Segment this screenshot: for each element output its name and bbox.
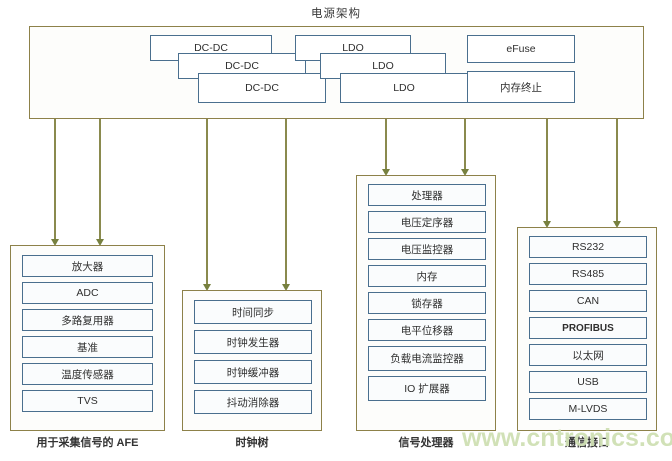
clock-chip-buffer[interactable]: 时钟缓冲器 [194, 360, 312, 384]
clock-chip-jitter-cleaner[interactable]: 抖动消除器 [194, 390, 312, 414]
signal-chip-latch[interactable]: 锁存器 [368, 292, 486, 314]
comm-chip-mlvds[interactable]: M-LVDS [529, 398, 647, 420]
comm-chip-can[interactable]: CAN [529, 290, 647, 312]
signal-processor-group: 处理器 电压定序器 电压监控器 内存 锁存器 电平位移器 负载电流监控器 IO … [356, 175, 496, 431]
comm-chip-usb[interactable]: USB [529, 371, 647, 393]
afe-chip-tvs[interactable]: TVS [22, 390, 153, 412]
clock-chip-generator[interactable]: 时钟发生器 [194, 330, 312, 354]
afe-chip-reference[interactable]: 基准 [22, 336, 153, 358]
power-chip-ldo-3[interactable]: LDO [340, 73, 468, 103]
signal-chip-memory[interactable]: 内存 [368, 265, 486, 287]
afe-chip-temp-sensor[interactable]: 温度传感器 [22, 363, 153, 385]
comm-interface-group-caption: 通信接口 [565, 437, 609, 449]
signal-processor-group-caption: 信号处理器 [398, 437, 454, 449]
comm-chip-rs485[interactable]: RS485 [529, 263, 647, 285]
power-architecture-group: DC-DC DC-DC DC-DC LDO LDO LDO eFuse 内存终止 [29, 26, 644, 119]
comm-chip-stack: RS232 RS485 CAN PROFIBUS 以太网 USB M-LVDS [529, 236, 647, 420]
power-chip-efuse[interactable]: eFuse [467, 35, 575, 63]
afe-group-caption: 用于采集信号的 AFE [36, 437, 139, 449]
comm-interface-group: RS232 RS485 CAN PROFIBUS 以太网 USB M-LVDS [517, 227, 657, 431]
signal-chip-voltage-monitor[interactable]: 电压监控器 [368, 238, 486, 260]
clock-tree-group-caption: 时钟树 [235, 437, 269, 449]
afe-chip-mux[interactable]: 多路复用器 [22, 309, 153, 331]
clock-chip-time-sync[interactable]: 时间同步 [194, 300, 312, 324]
power-chip-dcdc-3[interactable]: DC-DC [198, 73, 326, 103]
afe-chip-amplifier[interactable]: 放大器 [22, 255, 153, 277]
page-title: 电源架构 [311, 8, 361, 20]
clock-tree-group: 时间同步 时钟发生器 时钟缓冲器 抖动消除器 [182, 290, 322, 431]
comm-chip-rs232[interactable]: RS232 [529, 236, 647, 258]
signal-chip-load-current-monitor[interactable]: 负载电流监控器 [368, 346, 486, 371]
comm-chip-profibus[interactable]: PROFIBUS [529, 317, 647, 339]
signal-chip-processor[interactable]: 处理器 [368, 184, 486, 206]
afe-chip-adc[interactable]: ADC [22, 282, 153, 304]
signal-chip-io-expander[interactable]: IO 扩展器 [368, 376, 486, 401]
afe-group: 放大器 ADC 多路复用器 基准 温度传感器 TVS [10, 245, 165, 431]
afe-chip-stack: 放大器 ADC 多路复用器 基准 温度传感器 TVS [22, 255, 153, 412]
clock-chip-stack: 时间同步 时钟发生器 时钟缓冲器 抖动消除器 [194, 300, 312, 414]
signal-chip-level-shifter[interactable]: 电平位移器 [368, 319, 486, 341]
signal-chip-voltage-sequencer[interactable]: 电压定序器 [368, 211, 486, 233]
signal-chip-stack: 处理器 电压定序器 电压监控器 内存 锁存器 电平位移器 负载电流监控器 IO … [368, 184, 486, 401]
power-chip-memory-termination[interactable]: 内存终止 [467, 71, 575, 103]
comm-chip-ethernet[interactable]: 以太网 [529, 344, 647, 366]
